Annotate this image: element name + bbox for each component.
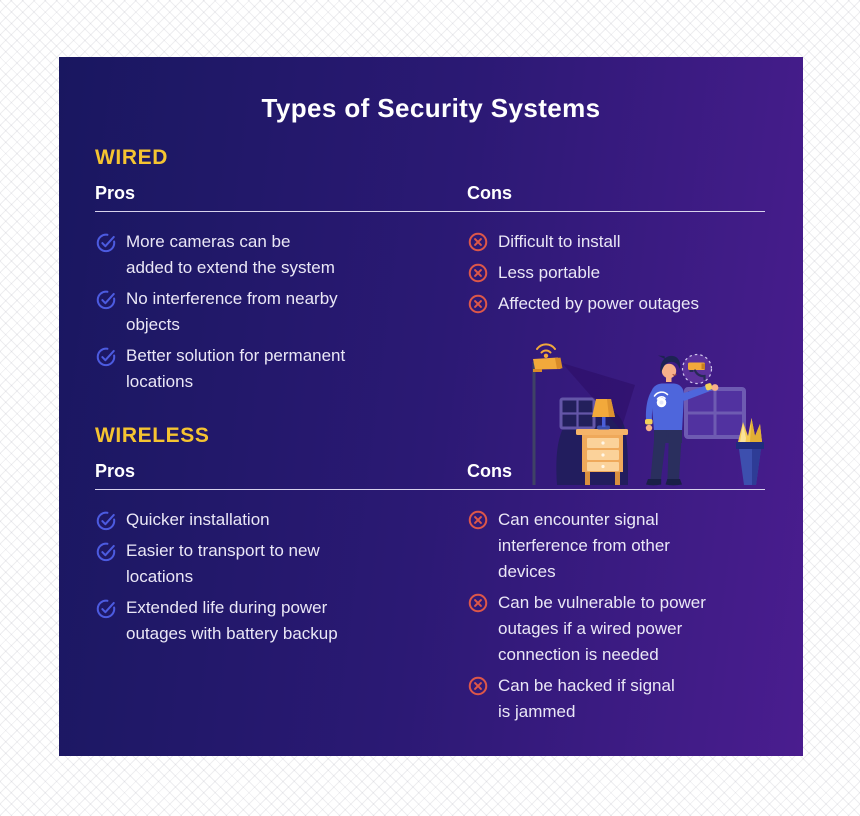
section-wired: WIRED Pros Cons More cameras can be adde… (95, 146, 765, 391)
list-item: More cameras can be added to extend the … (95, 229, 415, 281)
pro-item-text: Easier to transport to new locations (126, 541, 320, 586)
wired-heading: WIRED (95, 146, 168, 169)
x-circle-icon (468, 294, 488, 314)
list-item: Can encounter signal interference from o… (467, 507, 767, 585)
con-item-text: Less portable (498, 263, 601, 282)
check-circle-icon (96, 347, 116, 367)
wired-pros-list: More cameras can be added to extend the … (95, 229, 415, 400)
window-right (684, 387, 746, 439)
security-systems-card: Types of Security Systems WIRED Pros Con… (59, 57, 803, 756)
check-circle-icon (96, 511, 116, 531)
check-circle-icon (96, 599, 116, 619)
list-item: Extended life during power outages with … (95, 595, 415, 647)
table-lamp (592, 399, 615, 430)
x-circle-icon (468, 232, 488, 252)
wireless-cons-label: Cons (467, 461, 512, 481)
x-circle-icon (468, 676, 488, 696)
x-circle-icon (468, 510, 488, 530)
list-item: No interference from nearby objects (95, 286, 415, 338)
list-item: Can be vulnerable to power outages if a … (467, 590, 767, 668)
dresser (576, 429, 628, 485)
page-title: Types of Security Systems (261, 93, 601, 123)
list-item: Quicker installation (95, 507, 415, 533)
con-item-text: Can be vulnerable to power outages if a … (498, 593, 706, 664)
con-item-text: Difficult to install (498, 232, 621, 251)
wireless-divider (95, 489, 765, 490)
wired-cons-label: Cons (467, 183, 512, 203)
camera-badge (681, 353, 713, 385)
pole-camera (532, 343, 563, 485)
pro-item-text: Extended life during power outages with … (126, 598, 338, 643)
pro-item-text: No interference from nearby objects (126, 289, 338, 334)
con-item-text: Affected by power outages (498, 294, 699, 313)
pro-item-text: Quicker installation (126, 510, 270, 529)
pro-item-text: More cameras can be added to extend the … (126, 232, 335, 277)
potted-plant (736, 418, 764, 485)
list-item: Affected by power outages (467, 291, 767, 317)
list-item: Can be hacked if signal is jammed (467, 673, 767, 725)
person (645, 355, 719, 486)
wireless-heading: WIRELESS (95, 424, 210, 447)
light-beam (562, 363, 635, 430)
list-item: Easier to transport to new locations (95, 538, 415, 590)
security-illustration (532, 343, 764, 486)
wired-pros-label: Pros (95, 183, 136, 203)
wired-divider (95, 211, 765, 212)
list-item: Difficult to install (467, 229, 767, 255)
wireless-pros-list: Quicker installation Easier to transport… (95, 507, 415, 652)
pro-item-text: Better solution for permanent locations (126, 346, 346, 391)
con-item-text: Can encounter signal interference from o… (498, 510, 670, 581)
con-item-text: Can be hacked if signal is jammed (498, 676, 675, 721)
list-item: Better solution for permanent locations (95, 343, 415, 395)
wired-cons-list: Difficult to install Less portable Affec… (467, 229, 767, 322)
check-circle-icon (96, 233, 116, 253)
wireless-pros-label: Pros (95, 461, 136, 481)
wireless-cons-list: Can encounter signal interference from o… (467, 507, 767, 730)
x-circle-icon (468, 593, 488, 613)
check-circle-icon (96, 542, 116, 562)
section-wireless: WIRELESS Pros Cons Quicker installation … (95, 424, 765, 721)
x-circle-icon (468, 263, 488, 283)
check-circle-icon (96, 290, 116, 310)
list-item: Less portable (467, 260, 767, 286)
